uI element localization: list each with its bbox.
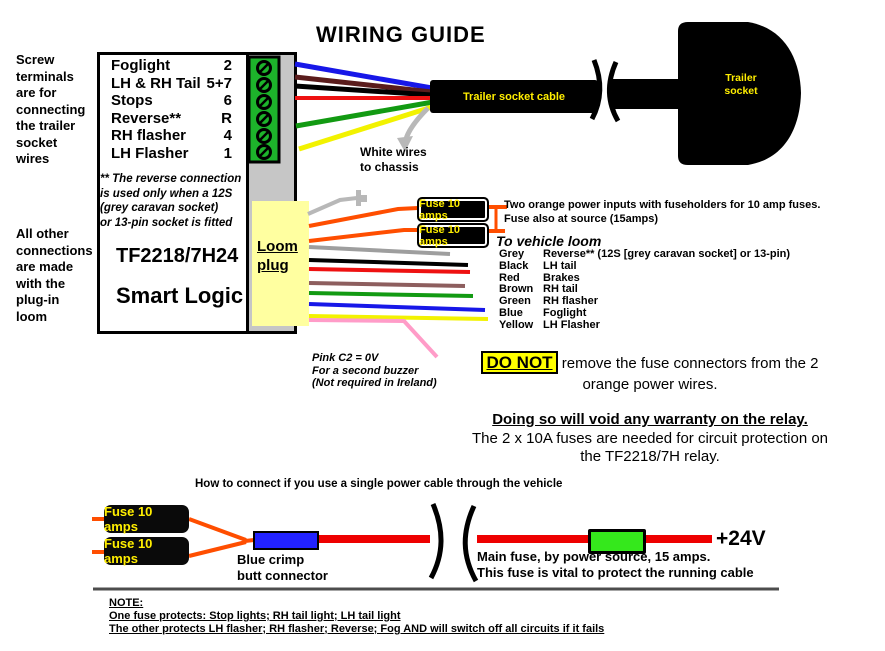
- loom-wire-row: Grey Reverse** (12S [grey caravan socket]…: [499, 248, 790, 260]
- loom-wire-row: Black LH tail: [499, 260, 790, 272]
- vehicle-loom-table: Grey Reverse** (12S [grey caravan socket]…: [499, 248, 790, 331]
- wire-yellow: [308, 314, 489, 321]
- loom-wire-row: Blue Foglight: [499, 307, 790, 319]
- fuse-inputs-note: Two orange power inputs with fuseholders…: [504, 199, 821, 225]
- terminal-row: RH flasher 4: [111, 127, 232, 145]
- terminal-row: Stops 6: [111, 92, 232, 110]
- trailer-socket-cable-label: Trailer socket cable: [462, 90, 566, 103]
- note-line-1: One fuse protects: Stop lights; RH tail …: [109, 609, 401, 622]
- loom-wire-row: Brown RH tail: [499, 283, 790, 295]
- terminal-label: LH & RH Tail: [111, 74, 201, 92]
- fuse-label: Fuse 10 amps: [419, 197, 460, 222]
- relay-model: TF2218/7H24: [116, 245, 239, 267]
- single-cable-heading: How to connect if you use a single power…: [195, 478, 563, 490]
- vehicle-loom-wires: [308, 245, 489, 359]
- relay-terminal-list: Foglight 2 LH & RH Tail 5+7 Stops 6 Reverse…: [111, 57, 232, 163]
- terminal-pin: 2: [223, 57, 232, 74]
- fuse-label: Fuse 10 amps: [419, 223, 460, 248]
- wire-brown: [308, 281, 466, 288]
- terminal-label: LH Flasher: [111, 144, 189, 162]
- fuse-holder-top-1: Fuse 10 amps: [417, 197, 489, 222]
- terminal-row: LH & RH Tail 5+7: [111, 75, 232, 93]
- reverse-connection-note: ** The reverse connection is used only w…: [100, 173, 242, 229]
- cable-break-bottom-icon: [428, 503, 479, 583]
- wire-color-name: Red: [499, 271, 520, 284]
- vehicle-loom-heading: To vehicle loom: [496, 233, 602, 249]
- warranty-detail-2: the TF2218/7H relay.: [580, 448, 720, 465]
- wire-yellow-top: [298, 103, 436, 152]
- wire-function: Foglight: [543, 306, 587, 319]
- terminal-label: Stops: [111, 92, 153, 110]
- wire-function: Brakes: [543, 271, 580, 284]
- warranty-warning: Doing so will void any warranty on the r…: [448, 411, 852, 467]
- wire-blue: [308, 302, 486, 312]
- wire-green-top: [295, 99, 434, 129]
- wire-maroon-top: [294, 74, 433, 95]
- wire-function: RH flasher: [543, 295, 599, 308]
- wire-green: [308, 291, 474, 298]
- wire-black-top: [294, 83, 433, 98]
- wire-function: LH Flasher: [543, 318, 600, 331]
- footer-notes: NOTE: One fuse protects: Stop lights; RH…: [109, 597, 604, 635]
- wire-red: [308, 267, 471, 274]
- wire-blue-top: [294, 61, 433, 91]
- wire-color-name: Yellow: [499, 318, 534, 331]
- wire-color-name: Brown: [499, 283, 534, 296]
- voltage-label: +24V: [716, 527, 766, 550]
- terminal-row: LH Flasher 1: [111, 145, 232, 163]
- fuse-holder-bottom-1: Fuse 10 amps: [104, 504, 189, 534]
- terminal-pin: 5+7: [206, 74, 232, 92]
- wire-color-name: Black: [499, 259, 529, 272]
- wire-color-name: Green: [499, 295, 531, 308]
- trailer-socket-wires: [294, 61, 436, 152]
- main-fuse-note: Main fuse, by power source, 15 amps. Thi…: [477, 549, 754, 580]
- wire-function: Reverse** (12S [grey caravan socket] or …: [543, 248, 791, 260]
- terminal-pin: 6: [223, 92, 232, 110]
- wire-function: RH tail: [543, 283, 578, 296]
- trailer-socket-cable: Trailer socket cable: [430, 80, 598, 113]
- do-not-warning: DO NOT remove the fuse connectors from t…: [450, 351, 850, 395]
- fuse-label: Fuse 10 amps: [104, 536, 153, 566]
- terminal-pin: R: [221, 109, 232, 127]
- wire-grey: [308, 245, 451, 256]
- screw-terminals-note: Screw terminals are for connecting the t…: [16, 52, 86, 166]
- chassis-tag-icon: [307, 190, 367, 216]
- crimp-connector-label: Blue crimp butt connector: [237, 552, 328, 583]
- fuse-label: Fuse 10 amps: [104, 504, 153, 534]
- loom-wire-row: Red Brakes: [499, 272, 790, 284]
- blue-crimp-connector: [253, 531, 319, 550]
- terminal-row: Foglight 2: [111, 57, 232, 75]
- note-title: NOTE:: [109, 597, 144, 609]
- warranty-line: Doing so will void any warranty on the r…: [492, 411, 808, 428]
- white-wires-note: White wires to chassis: [360, 145, 427, 174]
- loom-wire-row: Green RH flasher: [499, 295, 790, 307]
- wire-color-name: Blue: [499, 306, 523, 319]
- trailer-socket-label: Trailer socket: [724, 72, 758, 97]
- loom-plug: Loom plug: [252, 201, 309, 326]
- terminal-label: Reverse**: [111, 109, 182, 127]
- note-line-2: The other protects LH flasher; RH flashe…: [109, 622, 605, 635]
- wire-function: LH tail: [543, 259, 577, 272]
- other-connections-note: All other connections are made with the …: [16, 226, 93, 324]
- terminal-row: Reverse** R: [111, 110, 232, 128]
- page-title: WIRING GUIDE: [316, 22, 486, 47]
- terminal-pin: 4: [223, 127, 232, 145]
- terminal-label: RH flasher: [111, 127, 187, 145]
- fuse-holder-top-2: Fuse 10 amps: [417, 223, 489, 248]
- wire-black: [308, 258, 469, 267]
- do-not-rest: remove the fuse connectors from the 2: [557, 355, 819, 372]
- wire-color-name: Grey: [499, 248, 525, 260]
- do-not-line2: orange power wires.: [582, 376, 718, 393]
- fuse-holder-bottom-2: Fuse 10 amps: [104, 536, 189, 566]
- pink-wire-note: Pink C2 = 0V For a second buzzer (Not re…: [312, 352, 437, 389]
- terminal-pin: 1: [223, 144, 232, 162]
- cable-stub: [612, 79, 680, 109]
- relay-brand: Smart Logic: [116, 283, 244, 308]
- terminal-label: Foglight: [111, 57, 171, 74]
- loom-wire-row: Yellow LH Flasher: [499, 319, 790, 331]
- warranty-detail-1: The 2 x 10A fuses are needed for circuit…: [471, 429, 829, 447]
- do-not-highlight: DO NOT: [481, 351, 558, 374]
